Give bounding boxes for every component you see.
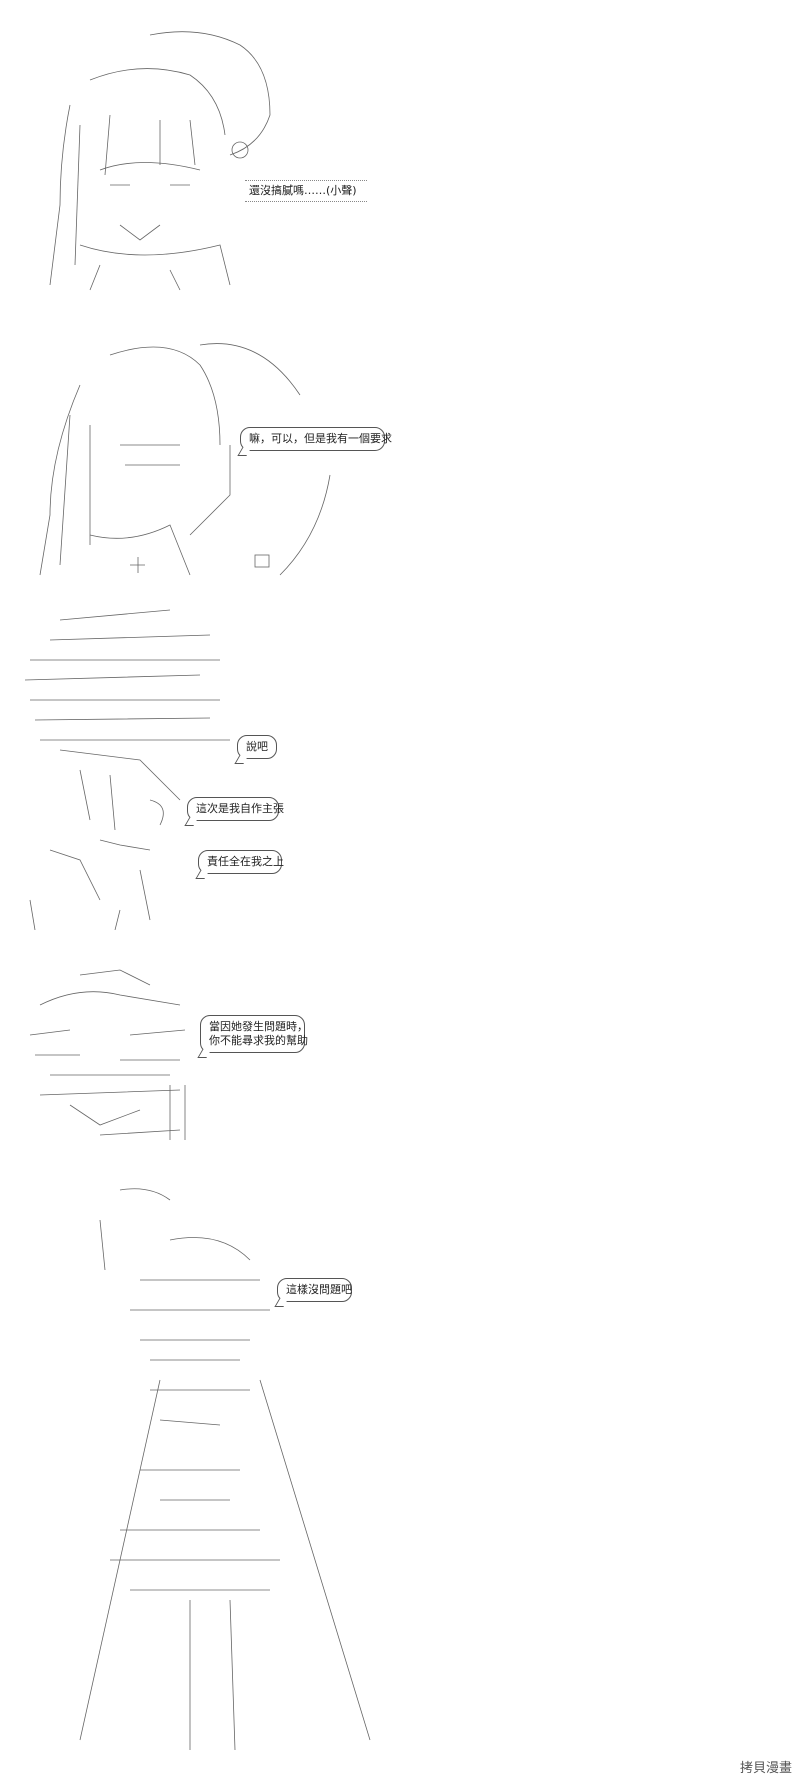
bubble-text: 嘛，可以，但是我有一個要求 bbox=[249, 432, 392, 445]
panel-1: 還沒搞膩嗎……(小聲) bbox=[0, 0, 800, 320]
ascii-art-character-4-icon bbox=[20, 965, 195, 1145]
ascii-art-character-2-icon bbox=[30, 335, 340, 585]
bubble-line-1: 當因她發生問題時， bbox=[209, 1020, 308, 1033]
bubble-line-2: 你不能尋求我的幫助 bbox=[209, 1034, 308, 1047]
panel-2: 嘛，可以，但是我有一個要求 bbox=[0, 320, 800, 590]
bubble-text: 還沒搞膩嗎……(小聲) bbox=[249, 184, 357, 197]
bubble-text: 責任全在我之上 bbox=[207, 855, 284, 868]
ascii-art-character-5-icon bbox=[20, 1180, 390, 1760]
speech-bubble: 當因她發生問題時， 你不能尋求我的幫助 bbox=[200, 1015, 308, 1053]
speech-bubble: 這次是我自作主張 bbox=[187, 797, 284, 821]
speech-bubble: 嘛，可以，但是我有一個要求 bbox=[240, 427, 392, 451]
ascii-art-character-1-icon bbox=[20, 25, 280, 295]
speech-bubble: 還沒搞膩嗎……(小聲) bbox=[245, 180, 367, 202]
ascii-art-character-3-icon bbox=[20, 600, 240, 930]
speech-bubble: 責任全在我之上 bbox=[198, 850, 284, 874]
panel-5: 這樣沒問題吧 bbox=[0, 1165, 800, 1780]
panel-3: 說吧 這次是我自作主張 責任全在我之上 bbox=[0, 590, 800, 935]
speech-bubble: 這樣沒問題吧 bbox=[277, 1278, 352, 1302]
panel-4: 當因她發生問題時， 你不能尋求我的幫助 bbox=[0, 935, 800, 1165]
watermark: 拷貝漫畫 bbox=[739, 1761, 792, 1776]
speech-bubble: 說吧 bbox=[237, 735, 277, 759]
bubble-text: 這次是我自作主張 bbox=[196, 802, 284, 815]
bubble-text: 這樣沒問題吧 bbox=[286, 1283, 352, 1296]
bubble-text: 說吧 bbox=[246, 740, 268, 753]
